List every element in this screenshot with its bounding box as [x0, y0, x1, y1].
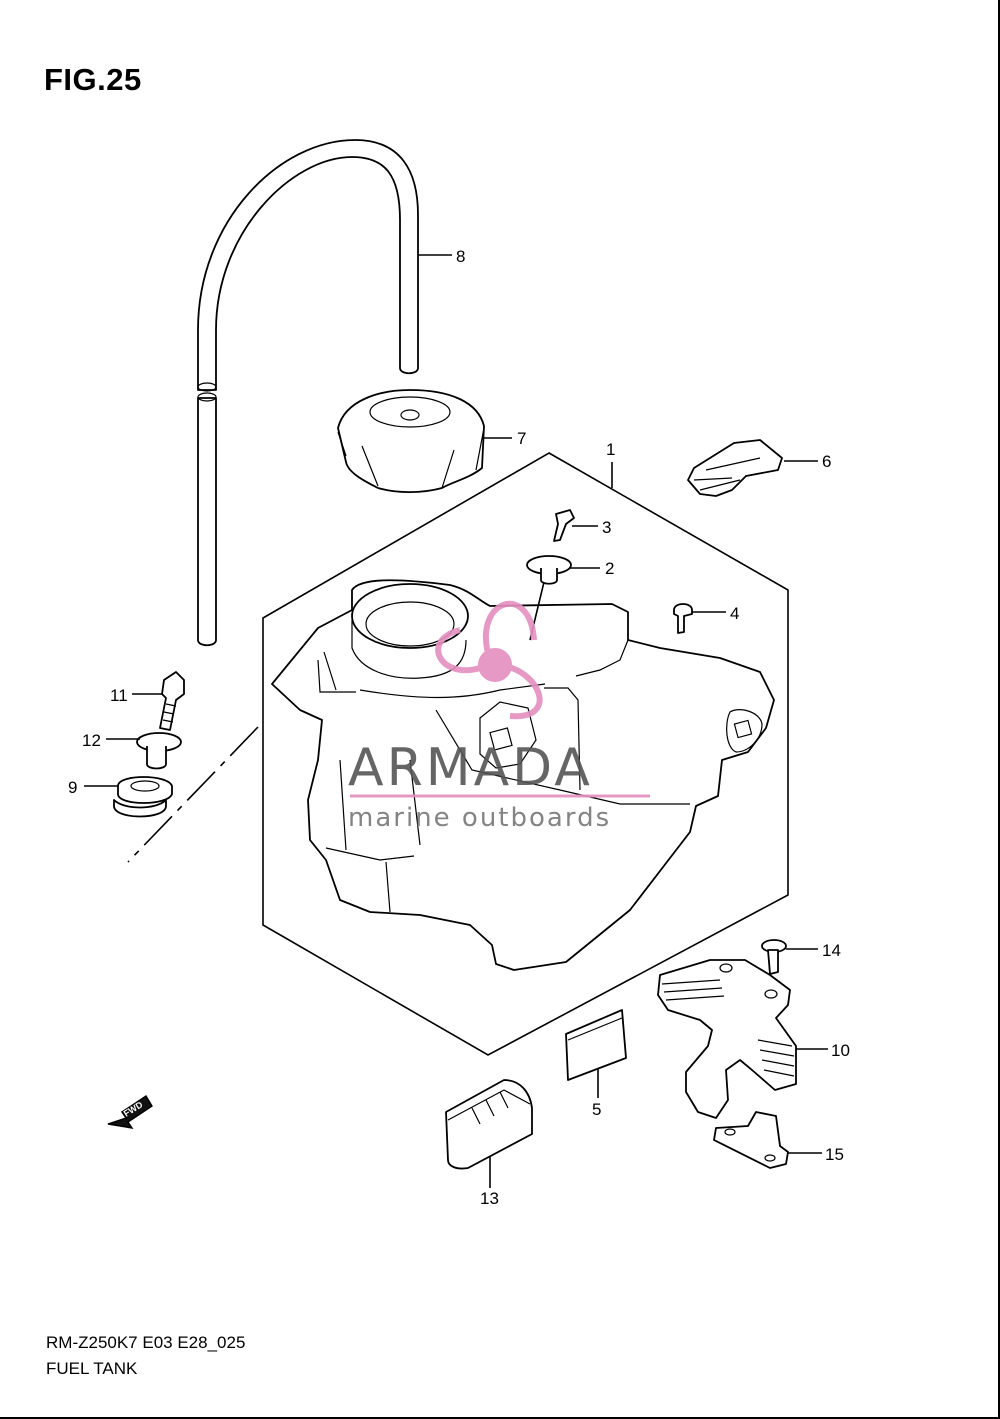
- washer-2: [526, 555, 572, 585]
- callout-11: 11: [110, 686, 128, 705]
- rubber-cover-13: [445, 1079, 533, 1170]
- cushion-5: [565, 1009, 627, 1081]
- bolt-4: [673, 603, 693, 634]
- callout-3: 3: [602, 518, 611, 537]
- callout-7: 7: [517, 429, 526, 448]
- screw-14: [761, 939, 787, 975]
- callout-9: 9: [68, 778, 77, 797]
- watermark-tagline: marine outboards: [348, 803, 611, 833]
- model-code: RM-Z250K7 E03 E28_025: [46, 1333, 246, 1352]
- figure-title: FIG.25: [44, 62, 142, 97]
- watermark: ARMADA marine outboards: [348, 600, 650, 833]
- watermark-logo-icon: [435, 600, 543, 720]
- watermark-brand: ARMADA: [348, 738, 593, 798]
- callout-13: 13: [480, 1189, 499, 1208]
- callout-4: 4: [730, 604, 739, 623]
- assembly-outline: [262, 452, 789, 1056]
- bolt-11: [159, 671, 185, 731]
- leader-lines: [84, 254, 828, 1188]
- breather-hose: [197, 139, 419, 647]
- assembly-guide-line: [127, 726, 259, 863]
- callout-12: 12: [82, 731, 101, 750]
- callout-8: 8: [456, 247, 465, 266]
- bracket-10: [657, 959, 797, 1119]
- collar-12: [136, 732, 182, 770]
- grommet-9: [113, 776, 173, 818]
- callout-6: 6: [822, 452, 831, 471]
- fuel-tank: [271, 579, 775, 971]
- page-border-bottom: [0, 1417, 1000, 1419]
- page-border-right: [998, 0, 1000, 1419]
- bracket-15: [713, 1111, 789, 1169]
- screw-3: [553, 509, 575, 542]
- callout-2: 2: [605, 559, 614, 578]
- fuel-cap: [337, 389, 485, 494]
- section-name: FUEL TANK: [46, 1359, 138, 1378]
- callout-15: 15: [825, 1145, 844, 1164]
- callout-10: 10: [831, 1041, 850, 1060]
- callout-5: 5: [592, 1100, 601, 1119]
- callout-1: 1: [606, 440, 615, 459]
- forward-direction-badge: FWD: [107, 1095, 153, 1129]
- callout-14: 14: [822, 941, 841, 960]
- tank-strap-hook: [687, 439, 783, 497]
